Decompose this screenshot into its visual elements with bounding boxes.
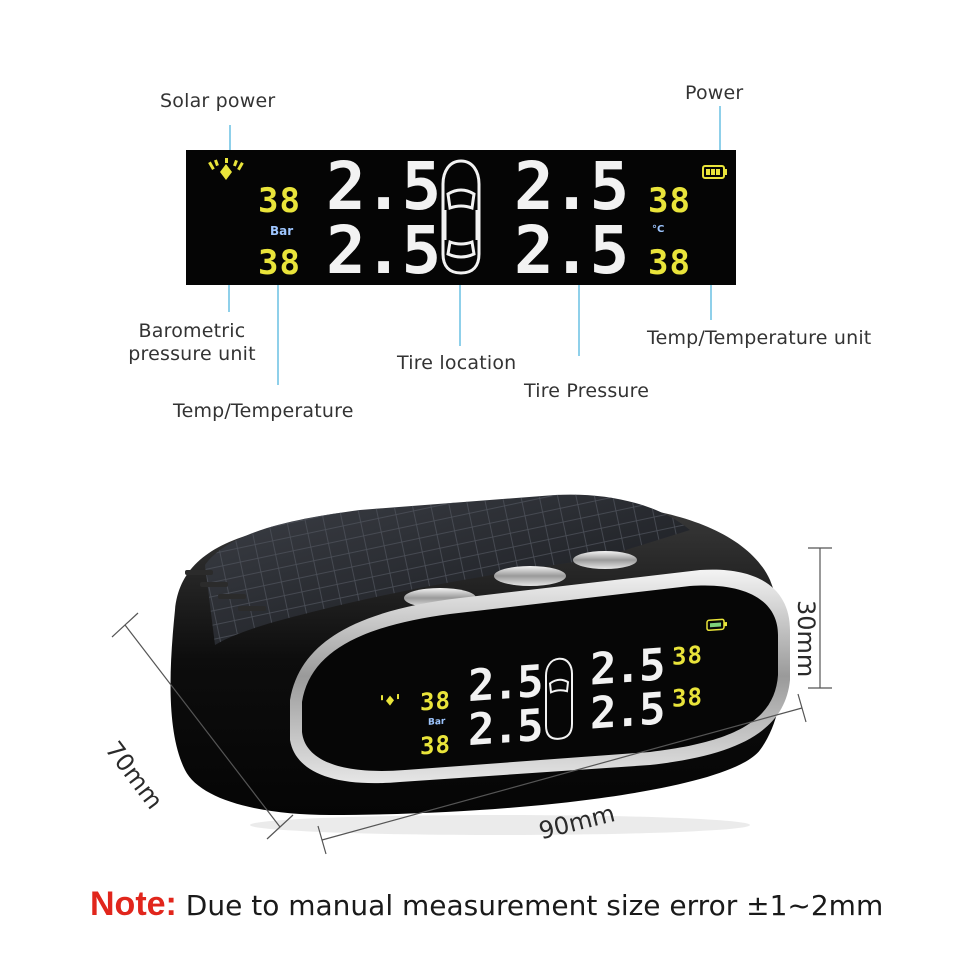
car-icon	[441, 159, 481, 275]
device-car-icon	[545, 657, 573, 740]
lcd-temp-front-left: 38	[258, 181, 301, 221]
barometric-pressure-unit-label: Barometric pressure unit	[122, 320, 262, 366]
dimension-height: 30mm	[792, 600, 820, 678]
lcd-pressure-front-left: 2.5	[326, 148, 441, 225]
device-screen: 38 Bar 38 2.5 2.5 2.5 2.5 38 38	[380, 618, 760, 794]
lcd-temp-rear-right: 38	[648, 243, 691, 283]
lcd-temp-front-right: 38	[648, 181, 691, 221]
tpms-device-illustration	[170, 494, 790, 835]
leader-tire-pressure	[578, 272, 580, 356]
lcd-pressure-rear-right: 2.5	[514, 212, 629, 289]
lcd-pressure-unit: Bar	[270, 224, 294, 238]
solar-power-label: Solar power	[160, 90, 276, 112]
lcd-display: 38 Bar 38 2.5 2.5 2.5 2.5 38 °C 38	[186, 150, 736, 285]
leader-power	[719, 106, 721, 158]
lcd-pressure-rear-left: 2.5	[326, 212, 441, 289]
device-battery-icon	[706, 618, 727, 632]
leader-solar	[229, 125, 231, 160]
temp-temperature-label: Temp/Temperature	[173, 400, 354, 422]
device-solar-icon	[381, 693, 399, 706]
battery-icon	[702, 165, 727, 179]
power-label: Power	[685, 82, 744, 104]
measurement-note: Note: Due to manual measurement size err…	[90, 885, 883, 924]
barometric-label-line-1: Barometric	[138, 320, 246, 342]
note-heading: Note:	[90, 885, 177, 923]
tire-pressure-label: Tire Pressure	[524, 380, 650, 402]
temp-temperature-unit-label: Temp/Temperature unit	[647, 327, 872, 349]
leader-tire-location	[459, 268, 461, 346]
lcd-pressure-front-right: 2.5	[514, 148, 629, 225]
lcd-temp-unit: °C	[652, 224, 665, 235]
lcd-temp-rear-left: 38	[258, 243, 301, 283]
solar-icon	[208, 158, 244, 180]
leader-temp	[277, 275, 279, 385]
note-text: Due to manual measurement size error ±1~…	[176, 889, 884, 922]
tire-location-label: Tire location	[397, 352, 517, 374]
barometric-label-line-2: pressure unit	[128, 343, 256, 365]
